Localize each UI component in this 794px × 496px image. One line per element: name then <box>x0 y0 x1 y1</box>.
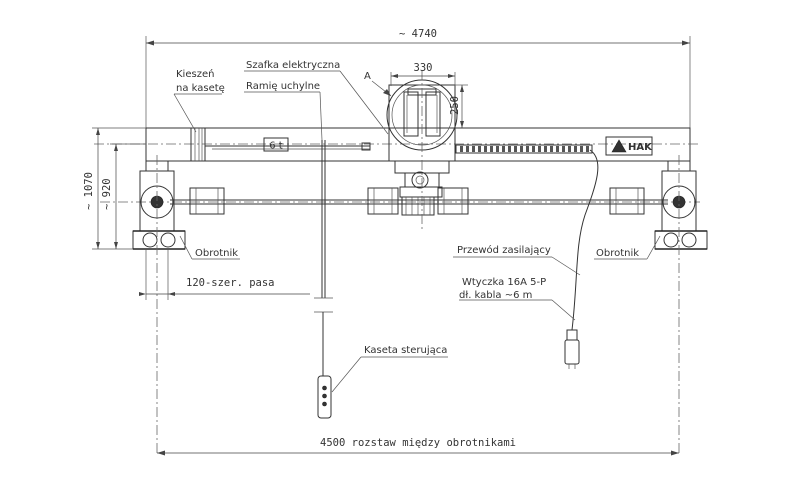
power-cable-label: Przewód zasilający <box>457 244 551 256</box>
festoon-segment <box>460 146 463 152</box>
belt-width-dimension: 120-szer. pasa <box>139 249 310 300</box>
overall-width-dimension: ~ 4740 <box>145 28 691 128</box>
festoon-segment <box>532 146 535 152</box>
arm-label: Ramię uchylne <box>246 81 320 92</box>
festoon-segment <box>568 146 571 152</box>
festoon-segment <box>538 146 541 152</box>
height-frame-label: ~ 920 <box>101 178 113 210</box>
festoon-segment <box>586 146 589 152</box>
belt-pocket-label-1: Kieszeń <box>176 68 214 80</box>
belt-pocket-label-2: na kasetę <box>176 83 225 94</box>
brand-label: HAK <box>628 142 653 153</box>
capacity-label: 6 t <box>269 141 283 152</box>
overall-width-label: ~ 4740 <box>399 28 437 40</box>
wheel-base-label: 4500 rozstaw między obrotnikami <box>320 437 516 449</box>
festoon-segment <box>544 146 547 152</box>
festoon-segment <box>490 146 493 152</box>
plug-label-line2: dł. kabla ~6 m <box>459 290 532 301</box>
festoon-segment <box>496 146 499 152</box>
main-girder: 6 t HAK <box>94 127 700 162</box>
hoist-unit: 330 250 A <box>364 62 468 230</box>
height-dimensions: ~ 1070 ~ 920 <box>83 127 146 250</box>
festoon-segment <box>520 146 523 152</box>
pendant-label: Kaseta sterująca <box>364 345 447 356</box>
height-total-label: ~ 1070 <box>83 172 95 210</box>
swivel-left-label: Obrotnik <box>195 248 238 259</box>
power-cable: Przewód zasilający Wtyczka 16A 5-P dł. k… <box>453 149 599 369</box>
festoon-segment <box>484 146 487 152</box>
festoon-segment <box>472 146 475 152</box>
view-marker-a: A <box>364 71 371 82</box>
belt-width-label: 120-szer. pasa <box>186 277 275 289</box>
drive-shaft <box>100 187 700 215</box>
top-leader-labels: Kieszeń na kasetę Szafka elektryczna Ram… <box>173 60 389 141</box>
wheel-base-dimension: 4500 rozstaw między obrotnikami <box>157 437 679 456</box>
cabinet-label: Szafka elektryczna <box>246 60 340 71</box>
swivel-right-label: Obrotnik <box>596 248 639 259</box>
festoon-segment <box>514 146 517 152</box>
pendant-control: Kaseta sterująca <box>314 140 448 419</box>
festoon-segment <box>508 146 511 152</box>
festoon-segment <box>550 146 553 152</box>
festoon-segment <box>562 146 565 152</box>
festoon-segment <box>526 146 529 152</box>
festoon-segment <box>580 146 583 152</box>
festoon-segment <box>502 146 505 152</box>
left-end-carriage <box>132 155 186 455</box>
swivel-labels: Obrotnik Obrotnik <box>179 235 661 260</box>
festoon-segment <box>478 146 481 152</box>
festoon-segment <box>556 146 559 152</box>
festoon-segment <box>466 146 469 152</box>
hoist-height-label: 250 <box>449 96 461 115</box>
right-end-carriage <box>654 155 708 455</box>
hoist-width-label: 330 <box>414 62 433 74</box>
plug-label-line1: Wtyczka 16A 5-P <box>462 277 546 288</box>
festoon-segment <box>574 146 577 152</box>
